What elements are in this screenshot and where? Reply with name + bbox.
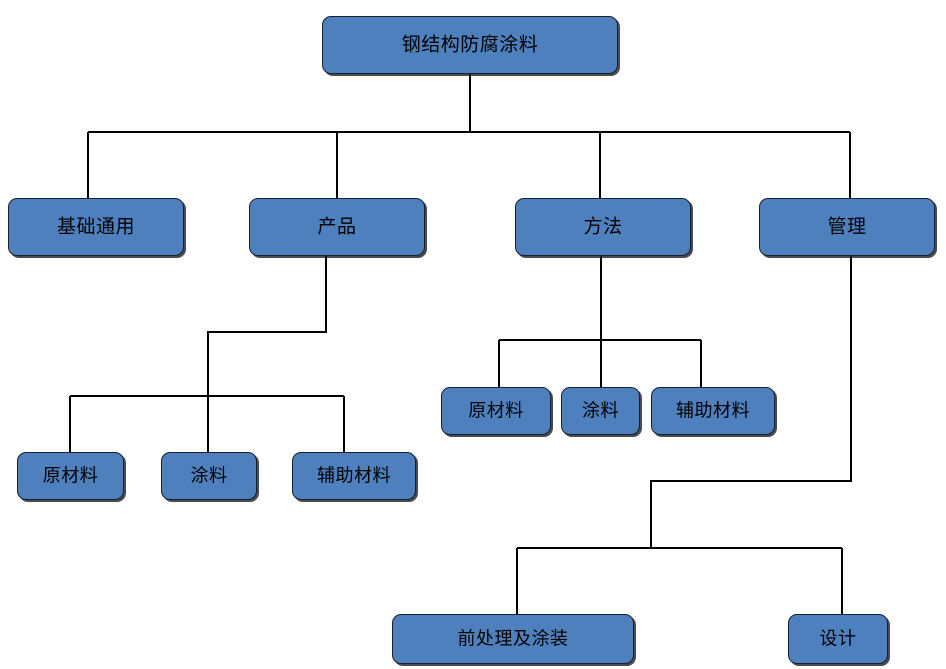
node-fangfa-tuliao[interactable]: 涂料 bbox=[561, 387, 640, 435]
node-label: 设计 bbox=[819, 628, 857, 649]
node-chanpin-fuzhucailiao[interactable]: 辅助材料 bbox=[292, 452, 416, 500]
node-label: 辅助材料 bbox=[676, 400, 750, 421]
node-label: 产品 bbox=[317, 216, 357, 237]
node-fangfa-yuancailiao[interactable]: 原材料 bbox=[441, 387, 551, 435]
node-label: 原材料 bbox=[468, 400, 524, 421]
node-label: 前处理及涂装 bbox=[457, 628, 569, 649]
node-root[interactable]: 钢结构防腐涂料 bbox=[322, 16, 618, 74]
node-guanli[interactable]: 管理 bbox=[759, 198, 935, 256]
node-jichu-tongyong[interactable]: 基础通用 bbox=[8, 198, 184, 256]
node-label: 原材料 bbox=[42, 465, 99, 486]
node-label: 方法 bbox=[583, 216, 623, 237]
edge-chanpin-stem bbox=[207, 256, 327, 396]
node-root-label: 钢结构防腐涂料 bbox=[401, 34, 539, 55]
node-fangfa-fuzhucailiao[interactable]: 辅助材料 bbox=[651, 387, 775, 435]
node-label: 辅助材料 bbox=[317, 465, 391, 486]
node-fangfa[interactable]: 方法 bbox=[515, 198, 691, 256]
node-label: 涂料 bbox=[190, 465, 228, 486]
node-chanpin[interactable]: 产品 bbox=[249, 198, 425, 256]
node-chanpin-yuancailiao[interactable]: 原材料 bbox=[17, 452, 124, 500]
node-label: 基础通用 bbox=[56, 216, 135, 237]
node-guanli-sheji[interactable]: 设计 bbox=[788, 614, 888, 664]
node-chanpin-tuliao[interactable]: 涂料 bbox=[161, 452, 257, 500]
node-label: 涂料 bbox=[582, 400, 619, 421]
node-guanli-qianchuli-ji-tuzhuang[interactable]: 前处理及涂装 bbox=[392, 614, 634, 664]
node-label: 管理 bbox=[827, 216, 867, 237]
